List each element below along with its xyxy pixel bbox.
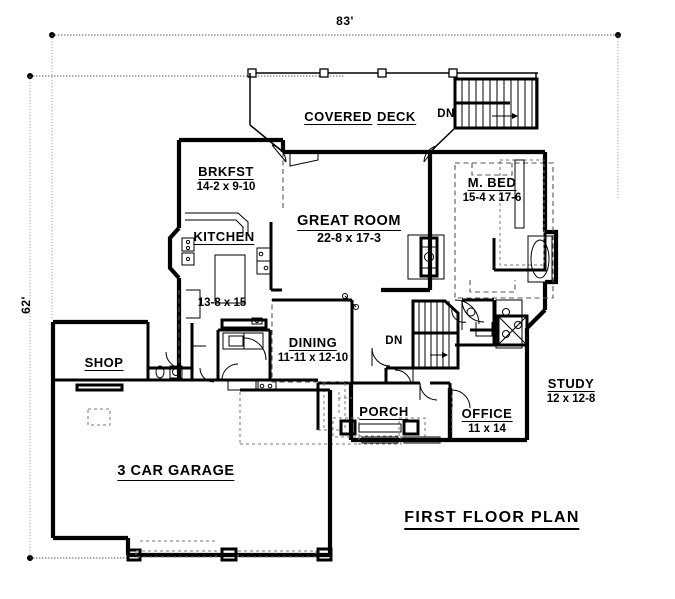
page-title: FIRST FLOOR PLAN: [404, 509, 580, 530]
room-label-shop: SHOP: [84, 354, 124, 372]
annotation-dn-center: DN: [385, 335, 403, 347]
garage-name: 3 CAR GARAGE: [117, 463, 235, 481]
covered-deck-name-2: DECK: [376, 109, 416, 126]
shop-name: SHOP: [84, 355, 124, 372]
room-label-porch: PORCH: [359, 403, 409, 421]
study-dimensions: 12 x 12-8: [546, 393, 596, 405]
dining-name: DINING: [288, 335, 338, 352]
great-room-name: GREAT ROOM: [297, 213, 401, 231]
kitchen-dimensions: 13-8 x 15: [197, 297, 247, 309]
room-label-garage: 3 CAR GARAGE: [117, 462, 235, 481]
room-label-covered-deck: COVERED DECK: [304, 108, 416, 126]
garage: [50, 378, 333, 562]
dimension-lines: [27, 32, 621, 561]
office-and-study: [351, 343, 527, 444]
covered-deck-name: COVERED: [304, 109, 372, 126]
dining-room: [271, 293, 359, 383]
room-label-master-bed: M. BED 15-4 x 17-6: [463, 174, 522, 205]
room-label-brkfst: BRKFST 14-2 x 9-10: [197, 163, 256, 194]
room-label-great-room: GREAT ROOM 22-8 x 17-3: [297, 212, 401, 245]
upper-stair: [453, 77, 539, 130]
brkfst-dimensions: 14-2 x 9-10: [196, 181, 256, 193]
kitchen-name: KITCHEN: [193, 229, 255, 246]
room-label-kitchen-dimensions: 13-8 x 15: [198, 297, 247, 310]
misc-dashed: [239, 392, 352, 444]
great-room-dimensions: 22-8 x 17-3: [317, 230, 381, 245]
room-label-study: STUDY 12 x 12-8: [547, 375, 596, 406]
overall-height-dimension: 62': [19, 296, 33, 314]
shop: [50, 319, 150, 426]
study-name: STUDY: [547, 376, 595, 393]
brkfst-name: BRKFST: [198, 164, 254, 181]
porch-name: PORCH: [359, 404, 409, 421]
great-room-fixtures: [271, 144, 445, 280]
room-label-dining: DINING 11-11 x 12-10: [278, 334, 348, 365]
overall-width-dimension: 83': [336, 14, 354, 28]
dining-dimensions: 11-11 x 12-10: [277, 352, 349, 364]
master-bed-name: M. BED: [467, 175, 517, 192]
office-name: OFFICE: [461, 406, 513, 423]
center-stair: [371, 299, 460, 384]
room-label-office: OFFICE 11 x 14: [461, 405, 513, 436]
annotation-dn-upper: DN: [437, 108, 455, 120]
office-dimensions: 11 x 14: [468, 423, 506, 435]
master-bed-dimensions: 15-4 x 17-6: [462, 192, 522, 204]
room-label-kitchen: KITCHEN: [193, 228, 255, 246]
